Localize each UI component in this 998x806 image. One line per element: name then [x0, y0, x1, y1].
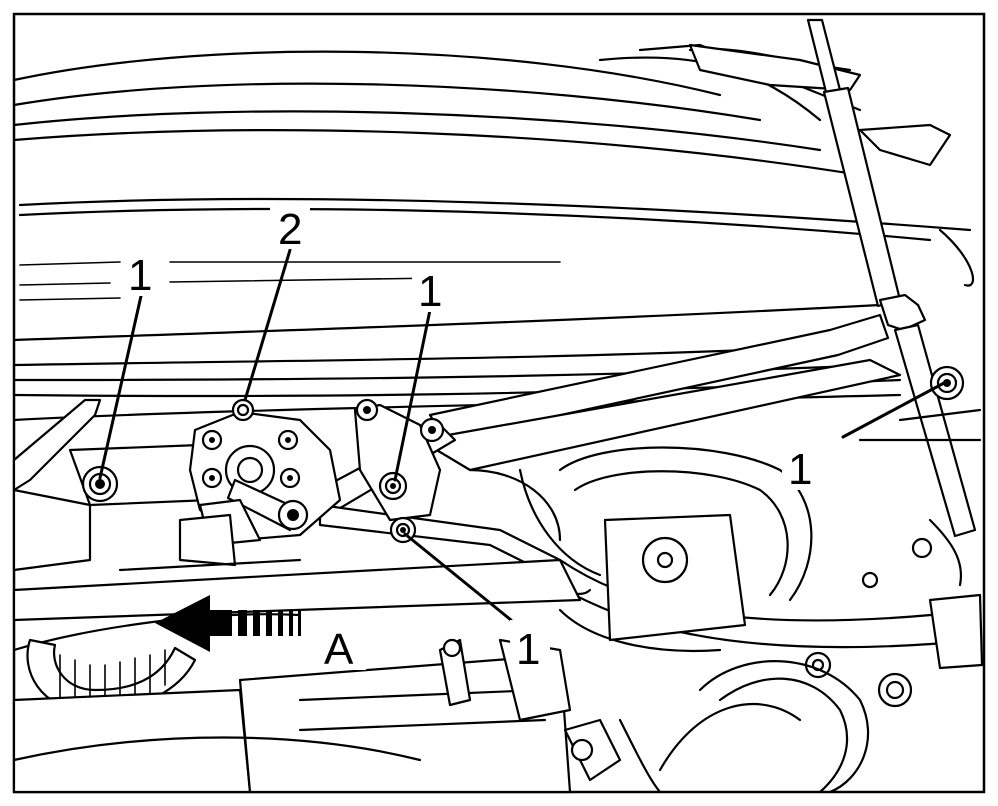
callout-1-center: 1 — [418, 267, 442, 316]
callout-1-bottom: 1 — [516, 625, 540, 674]
direction-label: A — [324, 625, 354, 674]
callout-1-left: 1 — [128, 251, 152, 300]
direction-arrow-left — [155, 595, 301, 652]
hood-strut — [806, 18, 977, 587]
callout-2: 2 — [278, 205, 302, 254]
wiper-motor — [178, 398, 342, 567]
lower-components — [12, 558, 662, 794]
leader-lines — [98, 248, 946, 622]
callout-labels: 1 2 1 1 1 A — [122, 205, 822, 674]
strut-tower — [468, 446, 813, 653]
pivot-bolt-right — [929, 365, 965, 401]
callout-1-right: 1 — [788, 445, 812, 494]
engine-bay-right — [658, 408, 984, 794]
